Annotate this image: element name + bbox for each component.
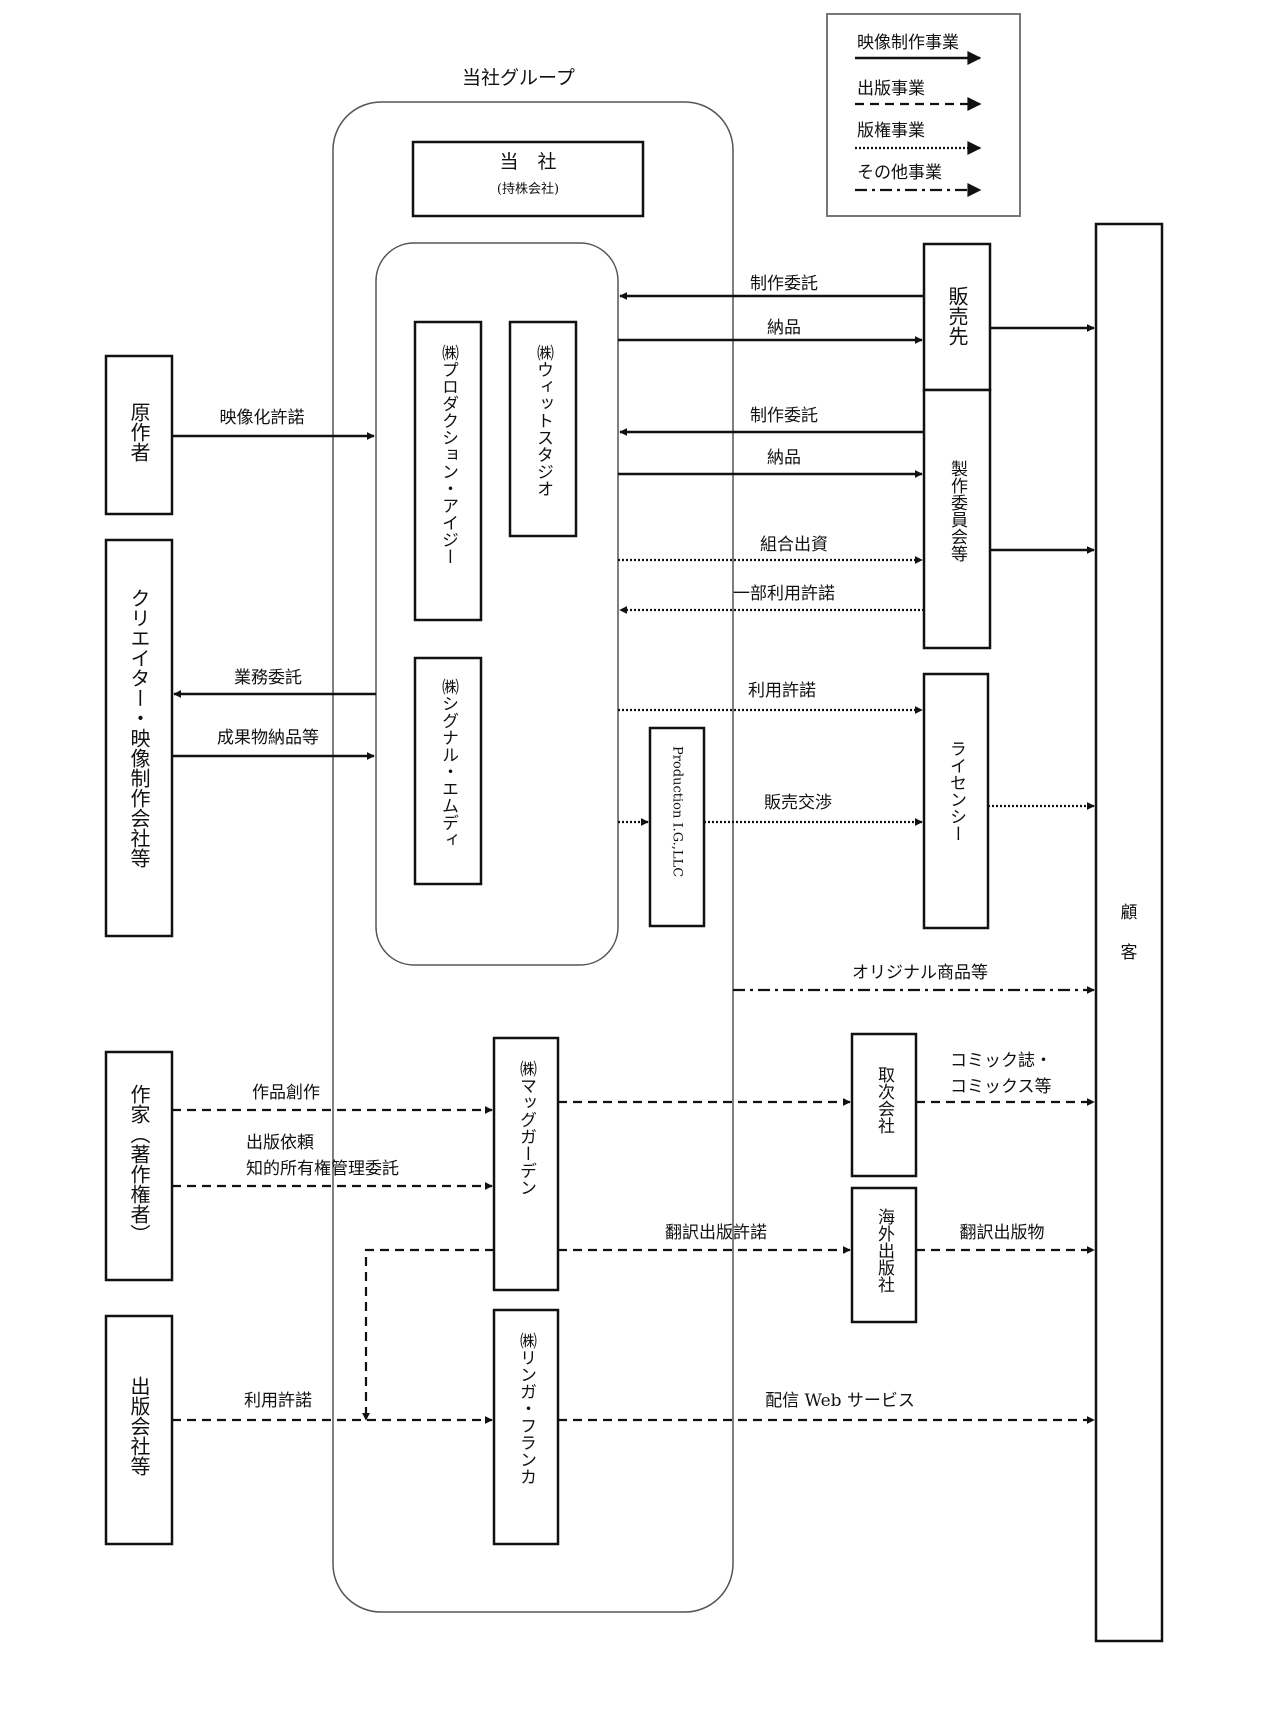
- video-subgroup-frame: [375, 242, 619, 966]
- committee-label: 製作委員会等: [947, 460, 968, 562]
- wit-studio-box: [508, 320, 578, 538]
- comics-label-1: コミック誌・: [950, 1051, 1052, 1071]
- ip-management-label: 知的所有権管理委託: [246, 1159, 399, 1179]
- usage-license-2-label: 利用許諾: [244, 1391, 312, 1411]
- original-goods-label: オリジナル商品等: [852, 963, 988, 983]
- publishing-request-label: 出版依頼: [246, 1133, 314, 1153]
- signal-md-label: ㈱シグナル・エムディ: [438, 678, 459, 848]
- creators-box: [104, 538, 174, 938]
- group-title: 当社グループ: [462, 67, 575, 89]
- translated-publications-label: 翻訳出版物: [960, 1223, 1045, 1243]
- production-ig-llc-label: Production I.G.,LLC: [670, 746, 685, 877]
- web-service-label: 配信 Web サービス: [765, 1391, 915, 1411]
- production-commission-1-label: 制作委託: [750, 274, 818, 294]
- production-ig-box: [413, 320, 483, 622]
- production-ig-llc-box: [648, 726, 706, 928]
- publishers-box: [104, 1314, 174, 1546]
- holding-company-name: 当 社: [499, 151, 556, 173]
- outsourcing-label: 業務委託: [234, 668, 302, 688]
- usage-license-label: 利用許諾: [748, 681, 816, 701]
- delivery-1-label: 納品: [767, 318, 801, 338]
- legend: 映像制作事業 出版事業 版権事業 その他事業: [826, 13, 1021, 217]
- translation-license-label: 翻訳出版許諾: [665, 1223, 767, 1243]
- original-author-label: 原作者: [127, 402, 151, 462]
- distributor-label: 取次会社: [874, 1066, 895, 1134]
- lingua-franca-label: ㈱リンガ・フランカ: [516, 1332, 537, 1485]
- licensee-label: ライセンシー: [946, 740, 966, 842]
- lingua-franca-box: [492, 1308, 560, 1546]
- customer-label-1: 顧: [1121, 903, 1138, 923]
- group-frame: [332, 101, 734, 1613]
- committee-box: [922, 388, 992, 650]
- overseas-publisher-box: [850, 1186, 918, 1324]
- legend-video-label: 映像制作事業: [857, 33, 959, 53]
- visualization-license-label: 映像化許諾: [220, 408, 305, 428]
- original-author-box: [104, 354, 174, 516]
- author-label: 作家（著作権者）: [127, 1084, 151, 1244]
- legend-publishing-label: 出版事業: [857, 79, 925, 99]
- sales-partner-label: 販売先: [945, 286, 969, 346]
- author-box: [104, 1050, 174, 1282]
- sales-negotiation-label: 販売交渉: [764, 793, 832, 813]
- customer-box: [1094, 222, 1164, 1643]
- licensee-box: [922, 672, 990, 930]
- holding-company-sub: (持株会社): [497, 181, 559, 197]
- work-creation-label: 作品創作: [252, 1083, 320, 1103]
- signal-md-box: [413, 656, 483, 886]
- comics-label-2: コミックス等: [950, 1077, 1052, 1097]
- wit-studio-label: ㈱ウィットスタジオ: [533, 344, 554, 497]
- legend-rights-label: 版権事業: [857, 121, 925, 141]
- creators-label: クリエイター・映像制作会社等: [127, 588, 151, 868]
- mag-garden-label: ㈱マッグガーデン: [516, 1060, 537, 1196]
- arrow-mag-garden-to-lingua: [362, 1248, 494, 1421]
- production-ig-label: ㈱プロダクション・アイジー: [438, 344, 459, 565]
- production-commission-2-label: 制作委託: [750, 406, 818, 426]
- legend-other-label: その他事業: [857, 163, 942, 183]
- publishers-label: 出版会社等: [127, 1376, 151, 1476]
- legend-box: [826, 13, 1021, 217]
- partial-license-label: 一部利用許諾: [733, 584, 835, 604]
- delivery-2-label: 納品: [767, 448, 801, 468]
- distributor-box: [850, 1032, 918, 1178]
- deliverables-label: 成果物納品等: [217, 728, 319, 748]
- mag-garden-box: [492, 1036, 560, 1292]
- customer-label-2: 客: [1121, 943, 1138, 963]
- overseas-publisher-label: 海外出版社: [874, 1208, 895, 1293]
- holding-company-box: [411, 140, 645, 218]
- union-investment-label: 組合出資: [760, 535, 828, 555]
